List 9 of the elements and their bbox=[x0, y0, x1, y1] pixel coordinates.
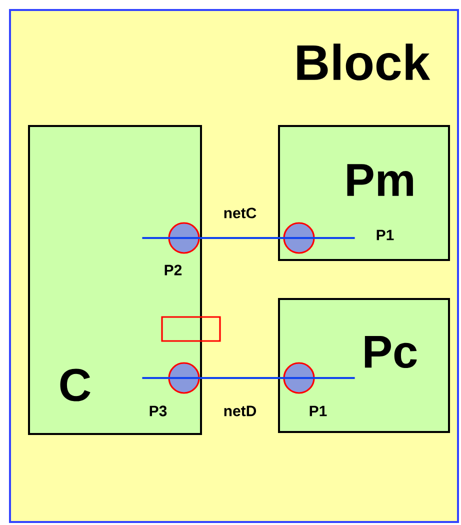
net-line bbox=[142, 377, 355, 379]
net-label: netC bbox=[222, 206, 258, 220]
port-label: P1 bbox=[310, 406, 327, 416]
port-circle bbox=[283, 222, 315, 254]
port-label: P2 bbox=[164, 264, 182, 276]
net-line bbox=[142, 237, 355, 239]
port-label: P1 bbox=[376, 230, 394, 240]
resistor-box bbox=[161, 316, 221, 342]
port-label: P3 bbox=[150, 406, 167, 416]
